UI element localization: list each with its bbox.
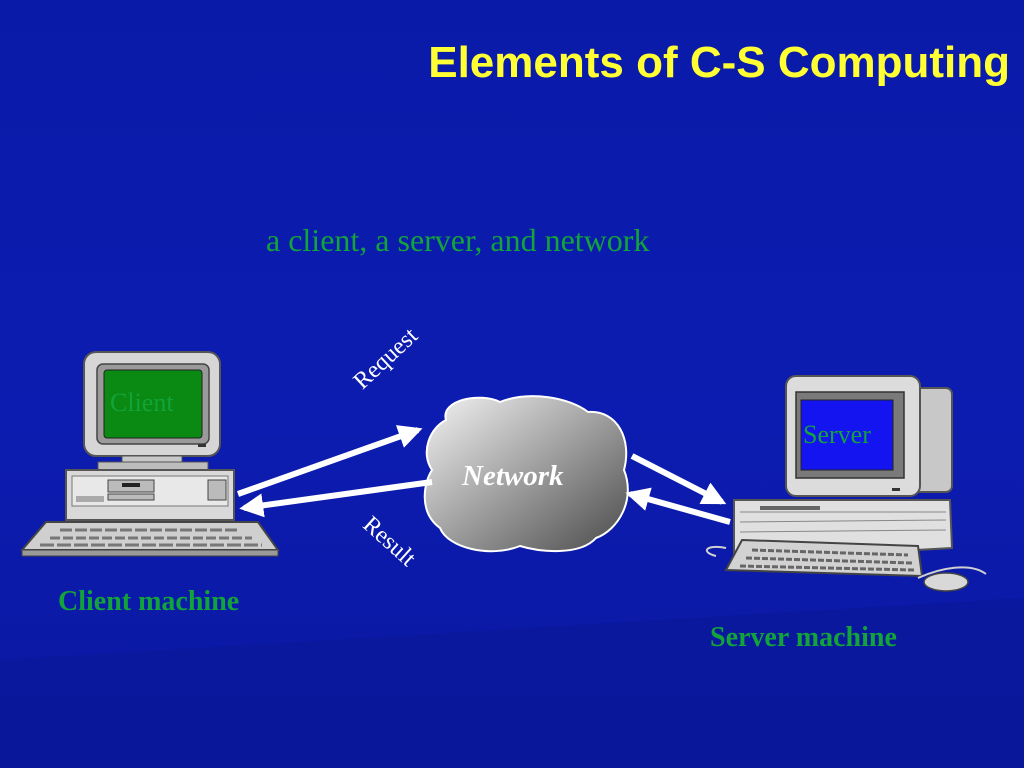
result-arrow-network-to-client	[239, 479, 433, 518]
network-cloud-icon	[423, 395, 629, 553]
request-arrow-client-to-network	[236, 425, 423, 497]
client-computer-icon	[19, 351, 280, 557]
request-arrow-network-to-server	[630, 453, 727, 505]
slide-subtitle: a client, a server, and network	[266, 222, 650, 258]
network-label: Network	[462, 460, 564, 492]
server-screen-text: Server	[803, 420, 871, 449]
server-machine-label: Server machine	[710, 622, 897, 653]
client-screen-text: Client	[110, 388, 174, 417]
server-computer-icon	[705, 375, 987, 592]
slide-title: Elements of C-S Computing	[428, 38, 1010, 87]
client-machine-label: Client machine	[58, 586, 240, 617]
result-arrow-server-to-network	[625, 487, 731, 525]
